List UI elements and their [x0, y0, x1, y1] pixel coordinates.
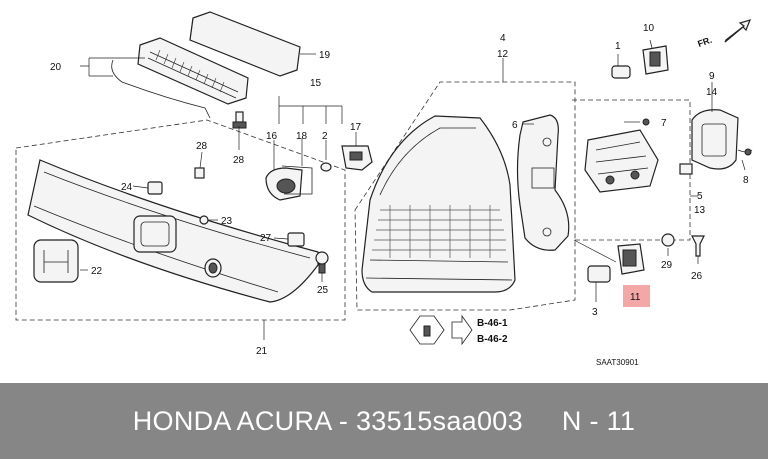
callout-28-top: 28: [233, 155, 245, 166]
grommet-29: [661, 233, 675, 247]
part-number-caption: HONDA ACURA - 33515saa003 N - 11: [132, 405, 636, 436]
callout-9: 9: [709, 71, 715, 82]
clip-26: [691, 235, 705, 257]
callout-8: 8: [743, 175, 749, 186]
parts-diagram: FR.: [15, 11, 753, 367]
callout-10: 10: [643, 23, 655, 34]
wire-harness-14: [679, 109, 753, 175]
taillight-gasket-6: [516, 114, 570, 251]
front-direction-label: FR.: [696, 35, 713, 49]
high-mount-light-assembly: [137, 37, 249, 105]
callout-25: 25: [317, 285, 329, 296]
callout-12: 12: [497, 49, 509, 60]
callout-4: 4: [500, 33, 506, 44]
leader-lines: [80, 39, 746, 340]
highlight-box-11: [623, 285, 650, 307]
bulb-1: [611, 65, 631, 79]
taillight-group-boundary: [354, 81, 576, 311]
callout-6: 6: [512, 120, 518, 131]
callout-21: 21: [256, 346, 268, 357]
reference-code-2: B-46-2: [477, 334, 508, 345]
callout-3: 3: [592, 307, 598, 318]
honda-emblem: [33, 239, 79, 283]
rear-license-garnish: [27, 159, 319, 303]
screw-8: [744, 148, 752, 156]
callout-5: 5: [697, 191, 703, 202]
callout-15: 15: [310, 78, 322, 89]
callout-11: 11: [630, 292, 641, 303]
footer-banner: HONDA ACURA - 33515saa003 N - 11: [0, 383, 768, 459]
callout-24: 24: [121, 182, 133, 193]
callout-14: 14: [706, 87, 718, 98]
callout-29: 29: [661, 260, 673, 271]
garnish-group-boundary: [15, 119, 346, 321]
drawing-code: SAAT30901: [596, 358, 639, 367]
callout-7: 7: [661, 118, 667, 129]
callout-20: 20: [50, 62, 62, 73]
diagram-canvas: FR.: [15, 11, 753, 367]
callout-26: 26: [691, 271, 703, 282]
bulb-socket-17: [341, 145, 373, 171]
bolt-28-mid: [194, 167, 205, 179]
taillight-housing: [361, 115, 516, 293]
bulb-3: [587, 265, 611, 283]
callout-22: 22: [91, 266, 103, 277]
taillight-reflector-grid: [372, 205, 506, 258]
bulb-socket-16: [265, 167, 303, 201]
bulb-2: [320, 162, 332, 172]
nut-25: [315, 251, 329, 274]
high-mount-light-cover: [189, 11, 301, 77]
bulb-socket-10: [642, 45, 669, 75]
clip-27: [287, 232, 305, 247]
clip-24: [147, 181, 163, 195]
callout-19: 19: [319, 50, 331, 61]
gasket-18: [281, 165, 313, 195]
clip-23: [199, 215, 209, 225]
callout-13: 13: [694, 205, 706, 216]
bolt-28-top: [232, 111, 247, 129]
callout-16: 16: [266, 131, 278, 142]
callout-2: 2: [322, 131, 328, 142]
high-mount-wire: [111, 59, 211, 119]
screw-7: [642, 118, 650, 126]
bulb-socket-11: [617, 243, 645, 275]
reference-symbol: [409, 314, 473, 346]
callout-18: 18: [296, 131, 308, 142]
reference-code-1: B-46-1: [477, 318, 508, 329]
callout-1: 1: [615, 41, 621, 52]
callout-28: 28: [196, 141, 208, 152]
front-direction-arrow-icon: [724, 19, 752, 43]
callout-17: 17: [350, 122, 362, 133]
callout-27: 27: [260, 233, 272, 244]
bulb-socket-5: [584, 129, 659, 193]
callout-23: 23: [221, 216, 233, 227]
